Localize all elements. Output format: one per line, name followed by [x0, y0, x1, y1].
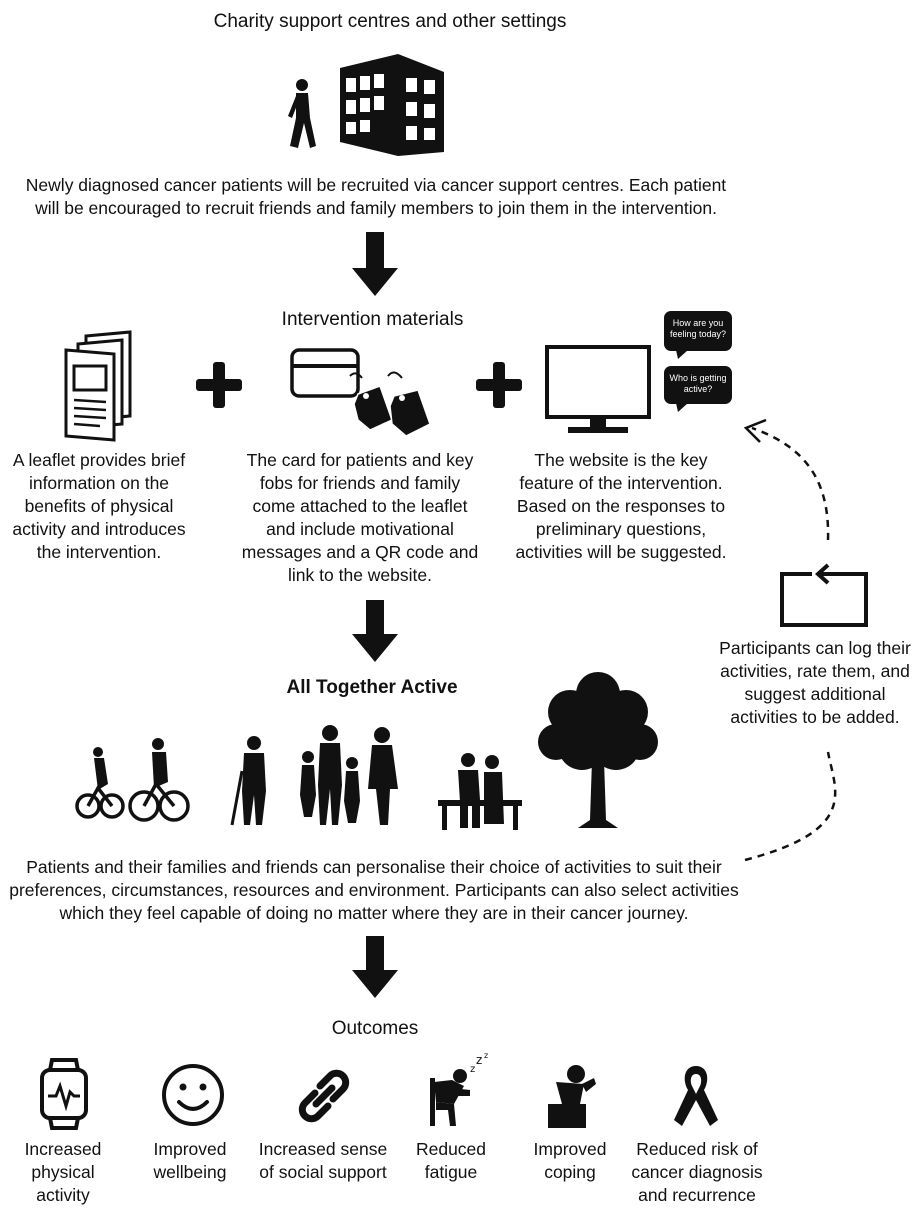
cancer-ribbon-icon: [674, 1066, 718, 1126]
program-description: Patients and their families and friends …: [9, 857, 739, 923]
outcome-label: Reduced risk of cancer diagnosis and rec…: [631, 1139, 763, 1205]
speech-bubble-text: Who is getting active?: [669, 373, 727, 394]
website-description: The website is the key feature of the in…: [515, 450, 727, 562]
settings-title: Charity support centres and other settin…: [213, 11, 567, 32]
card-description: The card for patients and key fobs for f…: [241, 450, 479, 585]
settings-description: Newly diagnosed cancer patients will be …: [25, 175, 727, 218]
down-arrow-icon: [352, 936, 398, 998]
speech-bubble: How are you feeling today?: [664, 311, 732, 351]
family-walking-icon: [300, 725, 398, 825]
tree-icon: [538, 672, 658, 828]
leaflet-icon: [64, 330, 132, 442]
link-icon: [298, 1069, 350, 1123]
outcome-label: Increased sense of social support: [258, 1139, 388, 1182]
down-arrow-icon: [352, 232, 398, 296]
cyclists-icon: [75, 738, 190, 822]
svg-text:z: z: [470, 1064, 475, 1075]
outcome-label: Increased physical activity: [24, 1139, 102, 1205]
svg-text:z: z: [484, 1051, 488, 1060]
leaflet-description: A leaflet provides brief information on …: [12, 450, 186, 562]
down-arrow-icon: [352, 600, 398, 662]
speech-bubble-tail: [676, 350, 688, 359]
outcome-label: Improved coping: [533, 1139, 607, 1182]
speech-bubble-tail: [676, 403, 688, 412]
elderly-person-with-cane-icon: [230, 736, 266, 826]
materials-title: Intervention materials: [281, 309, 464, 330]
outcome-label: Reduced fatigue: [415, 1139, 487, 1182]
couple-on-bench-icon: [438, 753, 522, 830]
speech-bubble: Who is getting active?: [664, 366, 732, 404]
plus-icon: [196, 362, 242, 408]
building-icon: [340, 54, 444, 156]
sleeping-person-icon: z z z: [430, 1051, 488, 1126]
distressed-person-icon: [548, 1065, 596, 1128]
svg-text:z: z: [476, 1053, 482, 1067]
outcomes-title: Outcomes: [331, 1018, 419, 1039]
card-and-keyfobs-icon: [290, 348, 431, 437]
smartwatch-icon: [40, 1058, 88, 1130]
plus-icon: [476, 362, 522, 408]
log-activity-icon: [780, 563, 868, 627]
speech-bubble-text: How are you feeling today?: [669, 318, 727, 339]
program-title: All Together Active: [286, 677, 458, 698]
outcome-label: Improved wellbeing: [153, 1139, 227, 1182]
smiley-icon: [162, 1064, 224, 1126]
computer-monitor-icon: [545, 345, 651, 433]
feedback-description: Participants can log their activities, r…: [719, 638, 911, 727]
walking-person-icon: [288, 79, 316, 148]
